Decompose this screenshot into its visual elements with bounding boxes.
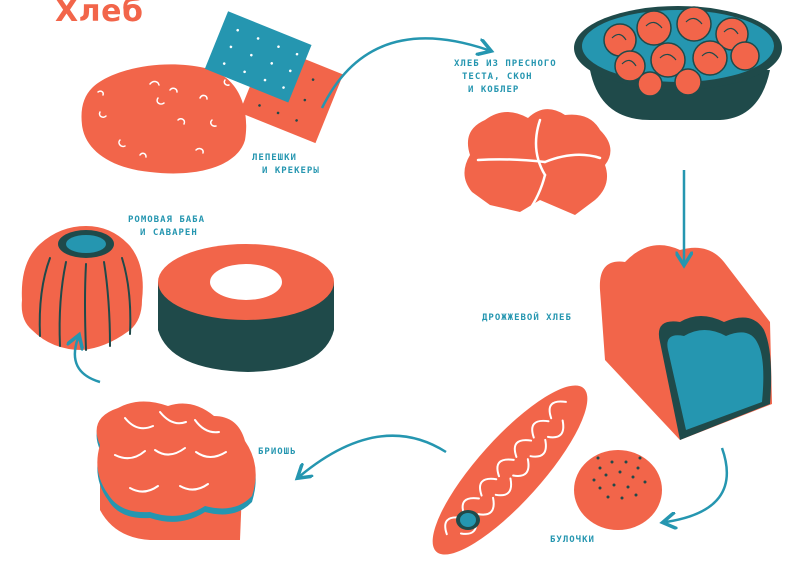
savarin-illustration (158, 244, 334, 372)
flow-arrows (75, 37, 728, 522)
flatbread-illustration (81, 64, 247, 174)
arrow-crackers-to-quick-bread (320, 37, 488, 109)
label-quick-bread-line-1: ХЛЕБ ИЗ ПРЕСНОГО (454, 59, 557, 69)
scone-illustration (464, 109, 611, 215)
arrow-buns-to-brioche (300, 434, 447, 476)
label-baba: РОМОВАЯ БАБА И САВАРЕН (128, 214, 205, 240)
label-flatbreads: ЛЕПЕШКИ И КРЕКЕРЫ (248, 152, 320, 178)
baba-illustration (21, 226, 143, 351)
braided-bread-illustration (432, 385, 588, 555)
arrow-yeast-bread-to-buns (666, 447, 728, 522)
brioche-illustration (96, 401, 256, 540)
label-quick-bread-line-2: ТЕСТА, СКОН (462, 72, 533, 82)
label-brioche-line-1: БРИОШЬ (258, 447, 297, 457)
label-brioche: БРИОШЬ (258, 446, 297, 459)
arrow-brioche-to-baba (75, 338, 101, 384)
yeast-bread-illustration (599, 245, 772, 440)
label-yeast-bread: ДРОЖЖЕВОЙ ХЛЕБ (482, 312, 572, 325)
label-quick-bread: ХЛЕБ ИЗ ПРЕСНОГО ТЕСТА, СКОН И КОБЛЕР (450, 58, 557, 97)
cobbler-dish-illustration (574, 6, 782, 120)
label-flatbreads-line-2: И КРЕКЕРЫ (262, 166, 320, 176)
page-title: Хлеб (55, 0, 144, 29)
bun-illustration (574, 450, 662, 530)
label-flatbreads-line-1: ЛЕПЕШКИ (252, 153, 297, 163)
label-buns: БУЛОЧКИ (550, 534, 595, 547)
label-quick-bread-line-3: И КОБЛЕР (468, 85, 520, 95)
label-buns-line-1: БУЛОЧКИ (550, 535, 595, 545)
label-baba-line-2: И САВАРЕН (140, 228, 198, 238)
label-baba-line-1: РОМОВАЯ БАБА (128, 215, 206, 225)
crackers-illustration (204, 11, 344, 144)
label-yeast-bread-line-1: ДРОЖЖЕВОЙ ХЛЕБ (482, 313, 572, 323)
